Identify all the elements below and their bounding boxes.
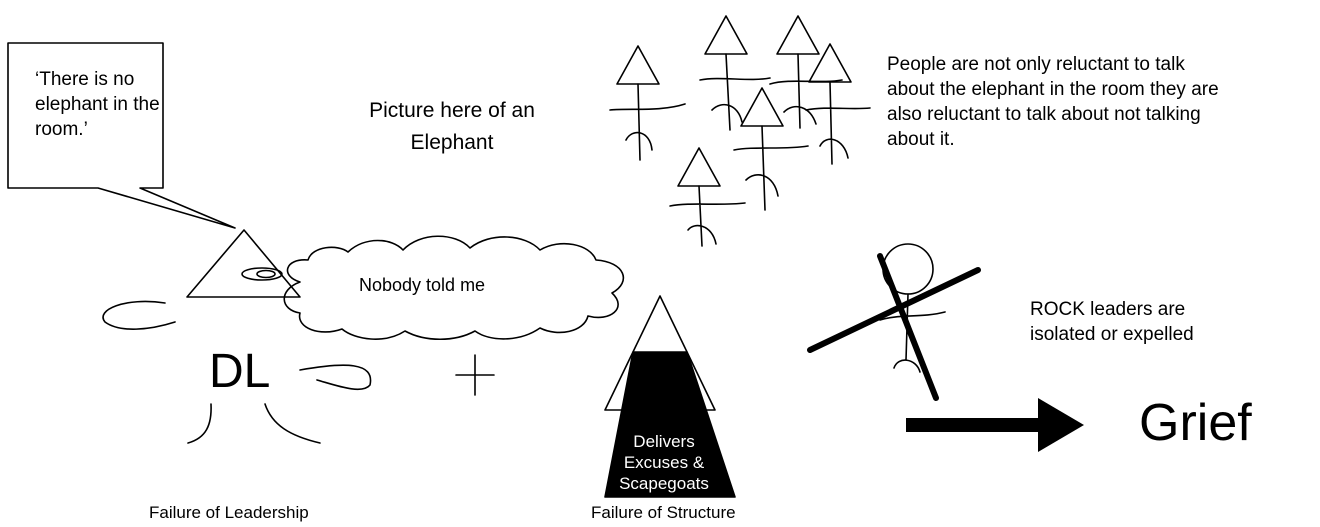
pyramid-dark-base [604,351,736,498]
dl-eye [241,267,283,281]
elephant-placeholder-text: Picture here of an Elephant [369,99,535,154]
person-head [677,147,721,187]
dl-arm-left [102,300,176,330]
cloud-shape [283,235,624,340]
people-caption: People are not only reluctant to talk ab… [887,54,1219,150]
rock-leader-figure [807,243,981,401]
person-head [808,43,852,83]
failure-of-leadership-caption: Failure of Leadership [149,503,309,522]
dl-label: DL [209,345,271,398]
cloud-text: Nobody told me [359,275,486,295]
dl-leg-right [264,403,321,444]
person-body [733,125,809,211]
person-body [699,53,771,131]
person-head [740,87,784,127]
failure-of-structure-caption: Failure of Structure [591,503,736,522]
person-body [769,53,843,129]
arrow-head [1038,398,1084,452]
dl-leg-left [187,403,212,444]
person-head [704,15,748,55]
speech-bubble-text: ‘There is no elephant in the room.’ [35,69,160,140]
person-head [776,15,820,55]
dl-arm-right [299,364,372,390]
person-body [805,81,871,165]
dl-eye [256,269,276,279]
grief-label: Grief [1139,394,1252,452]
people-group [609,15,871,247]
person-body [609,83,686,161]
person-body [669,185,746,247]
cross-out-line [807,267,981,353]
rock-leaders-caption: ROCK leaders are isolated or expelled [1030,299,1194,345]
cross-out-line [877,253,939,401]
speech-bubble-shape [7,42,236,229]
dl-head-triangle [186,229,301,298]
plus-sign-shape [455,354,495,396]
pyramid-text: Delivers Excuses & Scapegoats [619,432,709,493]
person-head [616,45,660,85]
